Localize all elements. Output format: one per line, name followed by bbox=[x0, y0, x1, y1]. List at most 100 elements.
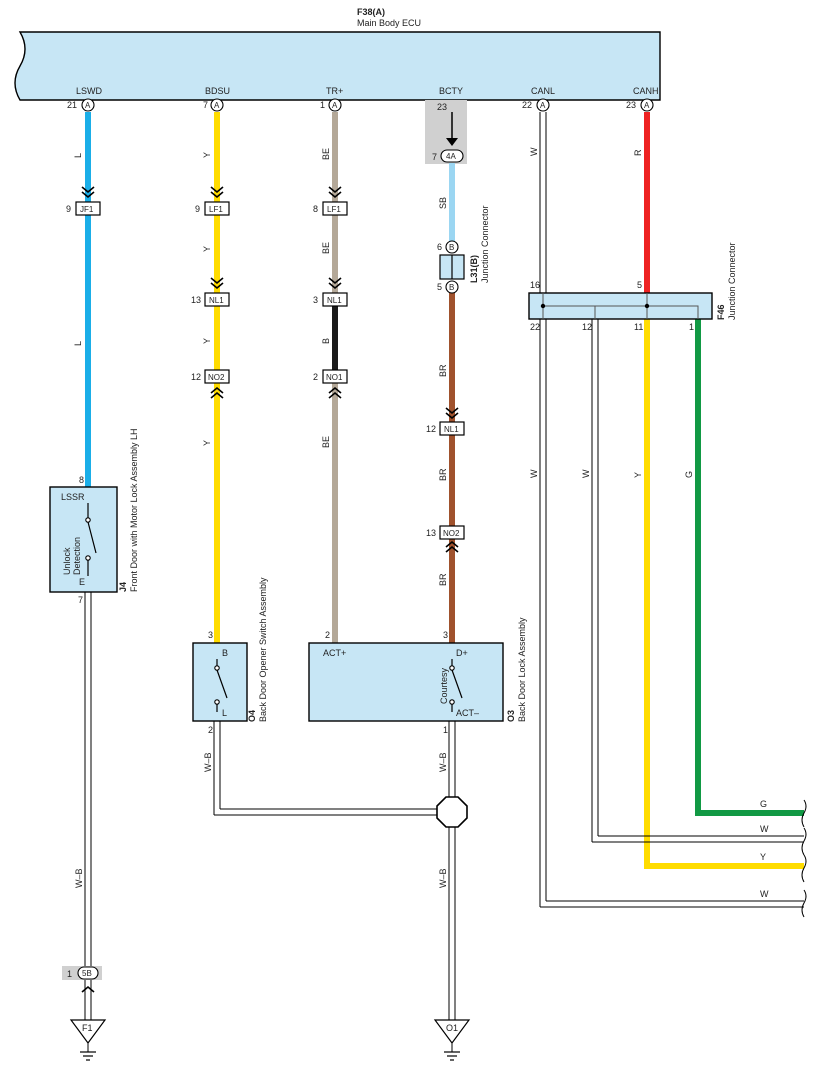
svg-text:G: G bbox=[684, 471, 694, 478]
svg-text:Detection: Detection bbox=[72, 537, 82, 575]
no2-connector-a: 12 NO2 bbox=[191, 369, 230, 384]
svg-text:O3: O3 bbox=[506, 710, 516, 722]
c4a-connector bbox=[440, 149, 464, 163]
svg-text:A: A bbox=[332, 101, 338, 110]
ecu-terminal-bcty: BCTY bbox=[439, 86, 463, 96]
svg-text:NL1: NL1 bbox=[327, 296, 342, 305]
svg-text:F1: F1 bbox=[82, 1023, 93, 1033]
no2-connector-b: 13 NO2 bbox=[426, 525, 465, 540]
svg-text:W–B: W–B bbox=[438, 868, 448, 888]
ecu-terminal-lswd: LSWD bbox=[76, 86, 103, 96]
j4-front-door-lock-assembly: 8 LSSR E Unlock Detection 7 J4 Front Doo… bbox=[49, 428, 139, 605]
ecu-name: Main Body ECU bbox=[357, 18, 421, 28]
svg-text:D+: D+ bbox=[456, 648, 468, 658]
svg-text:1: 1 bbox=[67, 969, 72, 979]
lf1-connector-b: 8 LF1 bbox=[313, 201, 348, 216]
svg-text:Y: Y bbox=[633, 472, 643, 478]
inline-connector-marks bbox=[81, 186, 459, 993]
svg-text:A: A bbox=[644, 101, 650, 110]
ecu-code: F38(A) bbox=[357, 7, 385, 17]
svg-text:O4: O4 bbox=[247, 710, 257, 722]
wire-color-labels: L L Y Y Y Y BE BE BE B SB BR BR BR R W W… bbox=[73, 147, 694, 888]
svg-text:F46: F46 bbox=[716, 304, 726, 320]
ground-o1: O1 bbox=[433, 1019, 471, 1061]
svg-text:3: 3 bbox=[313, 295, 318, 305]
svg-text:BR: BR bbox=[438, 468, 448, 481]
svg-text:R: R bbox=[633, 149, 643, 156]
ground-splice bbox=[436, 796, 468, 828]
nl1-connector-a: 13 NL1 bbox=[191, 292, 230, 307]
svg-text:W: W bbox=[581, 469, 591, 478]
svg-text:ACT+: ACT+ bbox=[323, 648, 346, 658]
svg-text:1: 1 bbox=[320, 100, 325, 110]
svg-text:O1: O1 bbox=[446, 1023, 458, 1033]
svg-text:12: 12 bbox=[426, 424, 436, 434]
l31-junction-connector: 6 B 5 B L31(B) Junction Connector bbox=[437, 205, 490, 294]
svg-text:L: L bbox=[222, 708, 227, 718]
svg-text:BE: BE bbox=[321, 242, 331, 254]
no1-connector: 2 NO1 bbox=[313, 369, 348, 384]
bcty-arrow bbox=[446, 138, 458, 146]
c4a-code: 4A bbox=[446, 152, 456, 161]
svg-text:L31(B): L31(B) bbox=[469, 255, 479, 283]
svg-text:Y: Y bbox=[202, 246, 212, 252]
svg-text:21: 21 bbox=[67, 100, 77, 110]
svg-text:12: 12 bbox=[191, 372, 201, 382]
svg-text:B: B bbox=[449, 283, 454, 292]
svg-text:L: L bbox=[73, 153, 83, 158]
svg-text:NO2: NO2 bbox=[208, 373, 225, 382]
svg-text:Front Door with Motor Lock Ass: Front Door with Motor Lock Assembly LH bbox=[129, 428, 139, 592]
svg-text:2: 2 bbox=[313, 372, 318, 382]
svg-text:1: 1 bbox=[689, 322, 694, 332]
svg-text:LSSR: LSSR bbox=[61, 492, 85, 502]
svg-text:G: G bbox=[760, 799, 767, 809]
svg-text:JF1: JF1 bbox=[80, 205, 94, 214]
c5b-connector: 1 5B bbox=[62, 966, 102, 980]
svg-text:7: 7 bbox=[78, 595, 83, 605]
svg-text:1: 1 bbox=[443, 725, 448, 735]
svg-text:W: W bbox=[760, 889, 769, 899]
svg-text:6: 6 bbox=[437, 242, 442, 252]
svg-text:Unlock: Unlock bbox=[62, 547, 72, 575]
wire-break-marks bbox=[801, 799, 807, 918]
nl1-connector-b: 3 NL1 bbox=[313, 292, 348, 307]
svg-text:W–B: W–B bbox=[74, 868, 84, 888]
svg-text:A: A bbox=[540, 101, 546, 110]
svg-text:5: 5 bbox=[637, 280, 642, 290]
ecu-terminal-canh: CANH bbox=[633, 86, 659, 96]
svg-text:16: 16 bbox=[530, 280, 540, 290]
o4-back-door-opener-switch: 3 B L 2 O4 Back Door Opener Switch Assem… bbox=[192, 577, 268, 735]
svg-text:8: 8 bbox=[79, 475, 84, 485]
f46-junction-connector: 16 5 22 12 11 1 F46 Junction Connector bbox=[528, 242, 737, 332]
svg-text:Y: Y bbox=[760, 852, 766, 862]
svg-text:NL1: NL1 bbox=[444, 425, 459, 434]
svg-text:LF1: LF1 bbox=[327, 205, 341, 214]
svg-text:W–B: W–B bbox=[203, 752, 213, 772]
svg-text:L: L bbox=[73, 341, 83, 346]
svg-text:5B: 5B bbox=[82, 969, 92, 978]
o3-back-door-lock-assembly: 2 3 ACT+ D+ ACT– Courtesy 1 O3 Back Door… bbox=[308, 617, 527, 735]
svg-text:13: 13 bbox=[191, 295, 201, 305]
svg-text:B: B bbox=[321, 338, 331, 344]
ecu-terminal-bdsu: BDSU bbox=[205, 86, 230, 96]
svg-text:Courtesy: Courtesy bbox=[439, 667, 449, 704]
ground-f1: F1 bbox=[69, 1019, 107, 1061]
ecu-terminal-trplus: TR+ bbox=[326, 86, 343, 96]
svg-text:NL1: NL1 bbox=[209, 296, 224, 305]
svg-text:J4: J4 bbox=[118, 582, 128, 592]
lf1-connector-a: 9 LF1 bbox=[195, 201, 230, 216]
svg-text:2: 2 bbox=[208, 725, 213, 735]
svg-text:Y: Y bbox=[202, 338, 212, 344]
svg-text:W: W bbox=[529, 147, 539, 156]
ecu-pins: 21 A 7 A 1 A 23 22 A 23 A bbox=[67, 98, 654, 112]
ecu-terminal-canl: CANL bbox=[531, 86, 555, 96]
svg-text:E: E bbox=[79, 577, 85, 587]
svg-text:Y: Y bbox=[202, 152, 212, 158]
svg-text:Back Door Opener Switch Assemb: Back Door Opener Switch Assembly bbox=[258, 577, 268, 722]
svg-text:BR: BR bbox=[438, 364, 448, 377]
white-wires bbox=[84, 112, 804, 1020]
svg-text:W: W bbox=[760, 824, 769, 834]
svg-text:B: B bbox=[449, 243, 454, 252]
svg-text:9: 9 bbox=[195, 204, 200, 214]
